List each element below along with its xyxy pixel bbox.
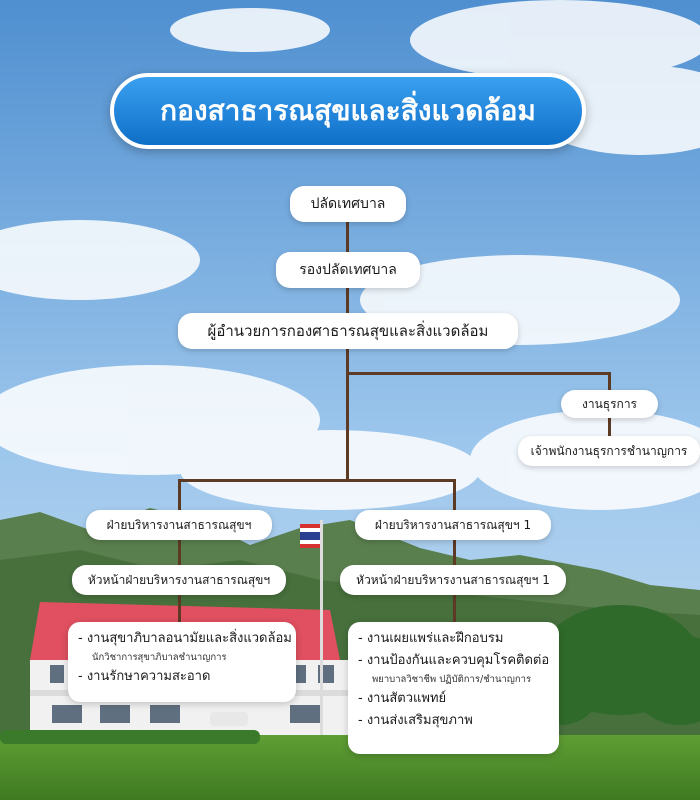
node-left-division-head: หัวหน้าฝ่ายบริหารงานสาธารณสุขฯ [72, 565, 286, 595]
left-task-sanitation-role: นักวิชาการสุขาภิบาลชำนาญการ [92, 652, 227, 663]
car [210, 712, 248, 726]
right-task-box: - งานเผยแพร่และฝึกอบรม - งานป้องกันและคว… [348, 622, 559, 754]
left-task-sanitation: - งานสุขาภิบาลอนามัยและสิ่งแวดล้อม [78, 631, 292, 646]
hedge [0, 730, 260, 744]
right-task-disease-control: - งานป้องกันและควบคุมโรคติดต่อ [358, 653, 550, 668]
connector-general-officer [608, 417, 611, 437]
connector-horizontal-upper [346, 372, 610, 375]
connector-n1-n2 [346, 220, 349, 256]
connector-horizontal-lower [178, 479, 456, 482]
node-general-admin: งานธุรการ [561, 390, 658, 418]
left-task-cleaning: - งานรักษาความสะอาด [78, 669, 211, 684]
node-right-division-head: หัวหน้าฝ่ายบริหารงานสาธารณสุขฯ 1 [340, 565, 566, 595]
node-municipal-clerk: ปลัดเทศบาล [290, 186, 406, 222]
connector-general [608, 372, 611, 390]
connector-trunk-down [346, 372, 349, 480]
right-task-disease-control-role: พยาบาลวิชาชีพ ปฏิบัติการ/ชำนาญการ [372, 674, 532, 685]
connector-right-branch [453, 479, 456, 625]
left-task-box: - งานสุขาภิบาลอนามัยและสิ่งแวดล้อม นักวิ… [68, 622, 296, 702]
right-task-health-promotion: - งานส่งเสริมสุขภาพ [358, 713, 473, 728]
connector-n2-n3 [346, 285, 349, 315]
page-title: กองสาธารณสุขและสิ่งแวดล้อม [110, 73, 586, 149]
connector-left-branch [178, 479, 181, 625]
right-task-outreach: - งานเผยแพร่และฝึกอบรม [358, 631, 504, 646]
node-right-division: ฝ่ายบริหารงานสาธารณสุขฯ 1 [355, 510, 551, 540]
right-task-veterinary: - งานสัตวแพทย์ [358, 691, 447, 706]
node-division-director: ผู้อำนวยการกองศาธารณสุขและสิ่งแวดล้อม [178, 313, 518, 349]
connector-n3-trunk [346, 346, 349, 374]
node-left-division: ฝ่ายบริหารงานสาธารณสุขฯ [86, 510, 272, 540]
node-general-admin-officer: เจ้าพนักงานธุรการชำนาญการ [518, 436, 700, 466]
flag [300, 520, 323, 740]
node-deputy-municipal-clerk: รองปลัดเทศบาล [276, 252, 420, 288]
